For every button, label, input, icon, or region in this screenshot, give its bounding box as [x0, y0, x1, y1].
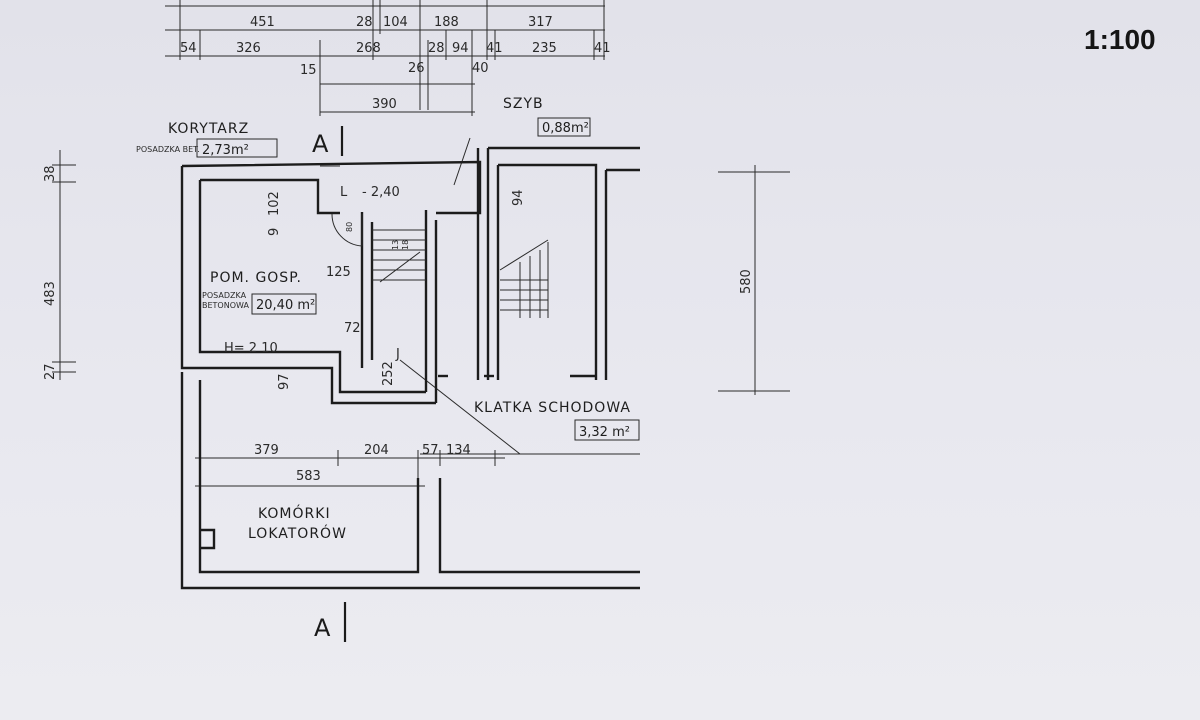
dim-13: 13 — [391, 240, 400, 250]
dim-390: 390 — [372, 97, 397, 112]
dim-583: 583 — [296, 469, 321, 484]
dim-134: 134 — [446, 443, 471, 458]
label-korytarz: KORYTARZ — [168, 121, 249, 137]
label-pom-gosp-floor-1: POSADZKA — [202, 291, 247, 300]
dim-27: 27 — [43, 363, 58, 380]
dim-102: 102 — [267, 191, 282, 216]
area-klatka: 3,32 m² — [579, 425, 630, 440]
dim-580: 580 — [739, 269, 754, 294]
scale-label: 1:100 — [1084, 24, 1156, 55]
section-mark-top: A — [312, 130, 329, 158]
label-klatka: KLATKA SCHODOWA — [474, 400, 631, 416]
area-pom-gosp: 20,40 m² — [256, 298, 315, 313]
label-komorki-1: KOMÓRKI — [258, 504, 331, 522]
dim-41b: 41 — [594, 41, 611, 56]
dim-80: 80 — [345, 222, 354, 232]
label-pom-gosp: POM. GOSP. — [210, 270, 302, 286]
dim-235: 235 — [532, 41, 557, 56]
dim-125: 125 — [326, 265, 351, 280]
label-pom-gosp-floor-2: BETONOWA — [202, 301, 249, 310]
dim-72: 72 — [344, 321, 361, 336]
dim-188: 188 — [434, 15, 459, 30]
dim-326: 326 — [236, 41, 261, 56]
dim-54: 54 — [180, 41, 197, 56]
level-mark: - 2,40 — [362, 185, 400, 200]
dim-38: 38 — [43, 165, 58, 182]
dim-379: 379 — [254, 443, 279, 458]
dim-9: 9 — [267, 228, 282, 236]
label-komorki-2: LOKATORÓW — [248, 524, 347, 542]
level-letter-l: L — [340, 185, 348, 200]
dim-268: 268 — [356, 41, 381, 56]
dim-204: 204 — [364, 443, 389, 458]
dim-28b: 28 — [428, 41, 445, 56]
dim-18: 18 — [401, 240, 410, 250]
section-mark-bottom: A — [314, 614, 331, 642]
dim-57: 57 — [422, 443, 439, 458]
dim-317: 317 — [528, 15, 553, 30]
dim-40: 40 — [472, 61, 489, 76]
dim-41: 41 — [486, 41, 503, 56]
label-height: H= 2 10 — [224, 341, 278, 356]
label-korytarz-floor: POSADZKA BET. — [136, 145, 200, 154]
area-szyb: 0,88m² — [542, 121, 589, 136]
dim-97: 97 — [277, 373, 292, 390]
dim-104: 104 — [383, 15, 408, 30]
dim-483: 483 — [43, 281, 58, 306]
dim-252: 252 — [381, 361, 396, 386]
dim-26: 26 — [408, 61, 425, 76]
dim-451: 451 — [250, 15, 275, 30]
level-letter-j: J — [395, 347, 400, 362]
area-korytarz: 2,73m² — [202, 143, 249, 158]
dim-94b: 94 — [511, 189, 526, 206]
dim-28: 28 — [356, 15, 373, 30]
dim-94: 94 — [452, 41, 469, 56]
dim-15: 15 — [300, 63, 317, 78]
label-szyb: SZYB — [503, 96, 544, 112]
